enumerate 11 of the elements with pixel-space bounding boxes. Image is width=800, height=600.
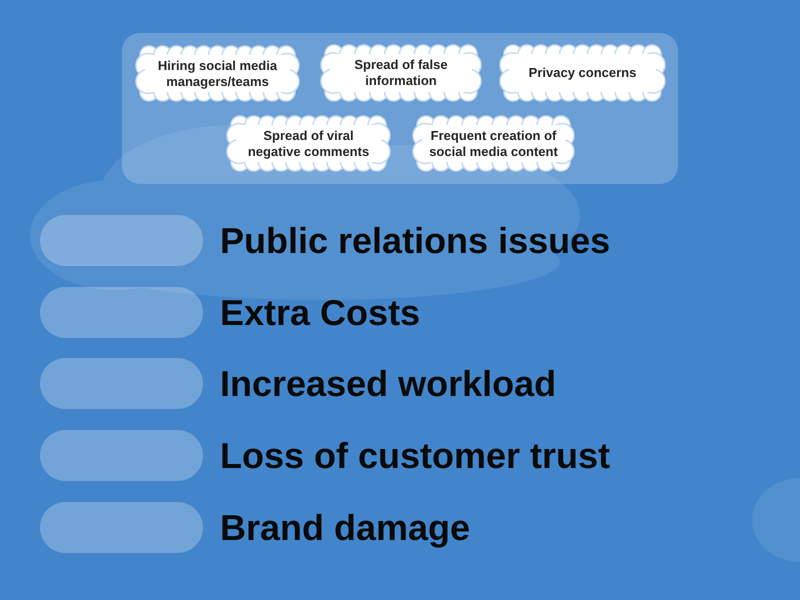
prompt-text: Extra Costs — [220, 290, 420, 334]
card-tray — [122, 33, 678, 184]
answer-box — [40, 287, 203, 338]
answer-box — [40, 430, 203, 481]
answer-box — [40, 215, 203, 266]
prompt-text: Increased workload — [220, 362, 556, 406]
answer-box — [40, 358, 203, 409]
prompt-text: Loss of customer trust — [220, 434, 610, 478]
prompt-text: Public relations issues — [220, 218, 610, 262]
prompt-text: Brand damage — [220, 506, 470, 550]
answer-box — [40, 502, 203, 553]
